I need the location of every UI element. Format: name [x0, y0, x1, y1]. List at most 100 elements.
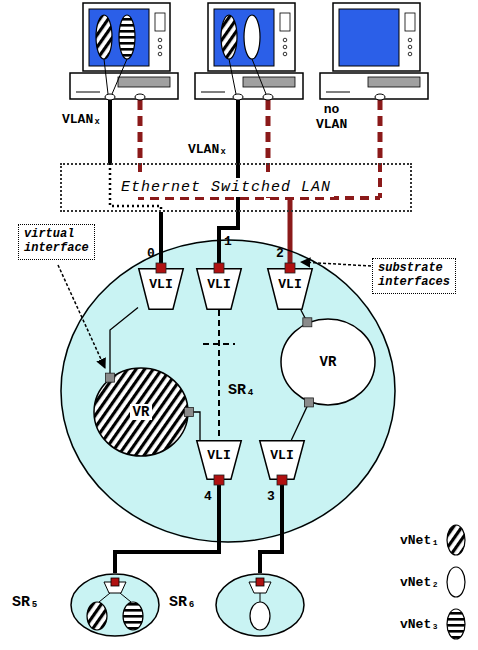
legend-sample — [447, 525, 465, 555]
vli-box: VLI — [267, 268, 313, 310]
node-label: VLI — [207, 449, 230, 464]
node-label: SR₆ — [169, 594, 196, 611]
node-label: VLI — [207, 278, 230, 293]
leader-arrow — [301, 262, 371, 266]
host-port — [135, 94, 145, 100]
port-number: 2 — [276, 247, 284, 262]
substrate-router-shape — [216, 574, 304, 636]
legend-entry: vNet₁ — [400, 531, 439, 549]
node-label: VR — [130, 404, 153, 420]
plain-wire — [266, 100, 271, 163]
virtual-node — [119, 15, 135, 59]
label-holder: 2 — [276, 244, 284, 262]
label-holder: VLANₓ — [62, 110, 101, 128]
connector — [115, 480, 219, 573]
node-label: substrate interfaces — [378, 262, 450, 290]
leader-arrow — [58, 265, 105, 368]
substrate-interface — [214, 475, 224, 485]
vlan-label: no VLAN — [316, 103, 347, 133]
connector — [291, 402, 309, 440]
connector — [218, 310, 220, 440]
virtual-interface — [303, 318, 312, 327]
substrate-interface — [156, 263, 166, 273]
vlan-label: VLANₓ — [62, 113, 101, 128]
connector — [288, 212, 293, 268]
legend-label: vNet₁ — [400, 534, 439, 549]
port-number: 0 — [147, 247, 155, 262]
host-lead — [229, 59, 236, 94]
substrate-router-outline — [70, 573, 160, 637]
node-label: VLI — [270, 449, 293, 464]
label-holder: VLANₓ — [188, 140, 227, 158]
vli-shape — [260, 441, 305, 480]
internal-link — [99, 593, 110, 602]
internal-link — [260, 593, 261, 602]
vli-shape — [197, 269, 242, 310]
label-holder: 4 — [204, 487, 212, 505]
node-label: Ethernet Switched LAN — [118, 178, 334, 197]
label-holder: 0 — [147, 244, 155, 262]
port-number: 4 — [204, 490, 212, 505]
host-lead — [252, 59, 266, 94]
vli-box: VLI — [196, 268, 242, 310]
host-port — [105, 94, 115, 100]
vli-box: VLI — [196, 440, 242, 480]
legend-entry: vNet₂ — [400, 573, 439, 591]
legend-sample — [447, 567, 465, 597]
virtual-interface — [185, 408, 194, 417]
router-fill — [60, 239, 396, 543]
virtual-router: VR — [93, 367, 189, 457]
legend-entry: vNet₃ — [400, 615, 439, 633]
internal-link — [120, 593, 131, 602]
virtual-node — [123, 602, 143, 630]
connector — [260, 480, 282, 573]
host-port — [375, 94, 385, 100]
host-port — [233, 94, 243, 100]
computer — [195, 3, 303, 99]
computer — [320, 3, 428, 99]
label-holder: no VLAN — [316, 103, 347, 133]
virtual-node — [250, 602, 270, 630]
vli-box: VLI — [259, 440, 305, 480]
vlan-wire — [108, 100, 112, 163]
substrate-interface — [214, 263, 224, 273]
substrate-router-shape — [71, 574, 159, 636]
vli-shape — [139, 269, 184, 310]
connector — [159, 212, 163, 268]
plain-wire — [378, 100, 383, 163]
vlan-wire — [236, 100, 240, 163]
node-label: SR₅ — [12, 594, 39, 611]
substrate-port — [256, 578, 264, 586]
legend-sample — [447, 609, 465, 639]
virtual-router-shape — [281, 319, 375, 405]
virtual-router: VR — [280, 318, 376, 406]
vli-box: VLI — [138, 268, 184, 310]
legend-label: vNet₃ — [400, 618, 439, 633]
node-label: virtual interface — [24, 228, 89, 256]
node-label: VLI — [278, 278, 301, 293]
substrate-router: SR₆ — [215, 573, 305, 637]
vli-shape — [197, 441, 242, 480]
plain-wire — [138, 100, 143, 163]
virtual-interface — [305, 398, 314, 407]
computer — [70, 3, 178, 99]
substrate-interface — [277, 475, 287, 485]
host-lead — [104, 59, 108, 94]
virtual-node — [244, 15, 260, 59]
label-holder: 3 — [267, 487, 275, 505]
legend-label: vNet₂ — [400, 576, 439, 591]
substrate-router: SR₄ VLI VLI VLI VR VR VLI VLI — [60, 239, 396, 543]
lan-box: Ethernet Switched LAN — [60, 163, 412, 212]
lan-path — [288, 198, 293, 212]
substrate-router: SR₅ — [70, 573, 160, 637]
node-label: SR₄ — [228, 382, 255, 399]
node-label: VLI — [149, 278, 172, 293]
substrate-router-shape — [61, 240, 395, 542]
host-port — [263, 94, 273, 100]
connector — [110, 308, 138, 378]
substrate-interface — [285, 263, 295, 273]
vli-shape — [268, 269, 313, 310]
